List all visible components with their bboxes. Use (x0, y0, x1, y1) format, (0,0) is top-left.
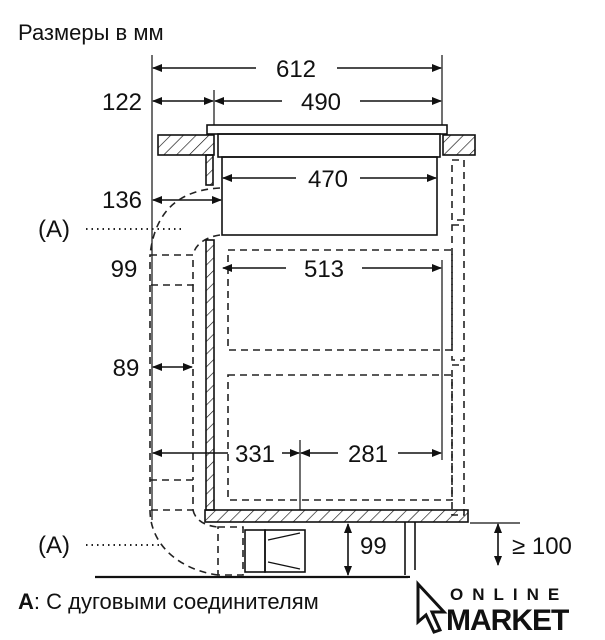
callout-a-bottom: (A) (38, 532, 160, 559)
cabinet-bottom-shelf (204, 509, 469, 523)
online-market-logo: ONLINE MARKET (408, 578, 598, 640)
duct-width-label: 89 (113, 355, 140, 382)
dimension-duct-offset: 136 (102, 187, 222, 214)
unit-width-label: 470 (308, 166, 348, 193)
cursor-icon (416, 580, 448, 634)
bottom-height-label: 99 (360, 533, 387, 560)
left-depth-label: 331 (235, 441, 275, 468)
cabinet-side-wall (205, 239, 215, 511)
dimension-duct-height: 99 (111, 256, 138, 283)
caption-text: : С дуговыми соединителям (34, 589, 319, 614)
left-offset-label: 122 (102, 89, 142, 116)
caption: A: С дуговыми соединителям (18, 589, 319, 614)
cutout-width-label: 490 (301, 89, 341, 116)
dimension-overall-width: 612 (152, 56, 442, 83)
min-clearance-label: ≥ 100 (512, 533, 572, 560)
dimension-cutout: 122 490 (102, 89, 442, 116)
callout-a-top: (A) (38, 216, 185, 243)
duct-height-label: 99 (111, 256, 138, 283)
dimension-depth-split: 331 281 (152, 441, 442, 468)
callout-a-bottom-label: (A) (38, 532, 70, 559)
dimension-depth: 513 (222, 256, 442, 283)
dimension-bottom-height: 99 (344, 523, 387, 576)
countertop (157, 134, 476, 156)
dimension-min-clearance: ≥ 100 (470, 522, 572, 566)
right-depth-label: 281 (348, 441, 388, 468)
hob-unit (205, 124, 448, 236)
logo-bottom-text: MARKET (446, 604, 569, 637)
dimension-duct-width: 89 (113, 355, 193, 382)
overall-width-label: 612 (276, 56, 316, 83)
duct-offset-label: 136 (102, 187, 142, 214)
diagram-title: Размеры в мм (18, 20, 164, 45)
caption-key: A (18, 589, 34, 614)
callout-a-top-label: (A) (38, 216, 70, 243)
fan-unit (244, 522, 416, 575)
extension-lines (151, 55, 443, 520)
depth-label: 513 (304, 256, 344, 283)
logo-top-text: ONLINE (450, 585, 568, 604)
dimension-unit-width: 470 (222, 166, 437, 193)
